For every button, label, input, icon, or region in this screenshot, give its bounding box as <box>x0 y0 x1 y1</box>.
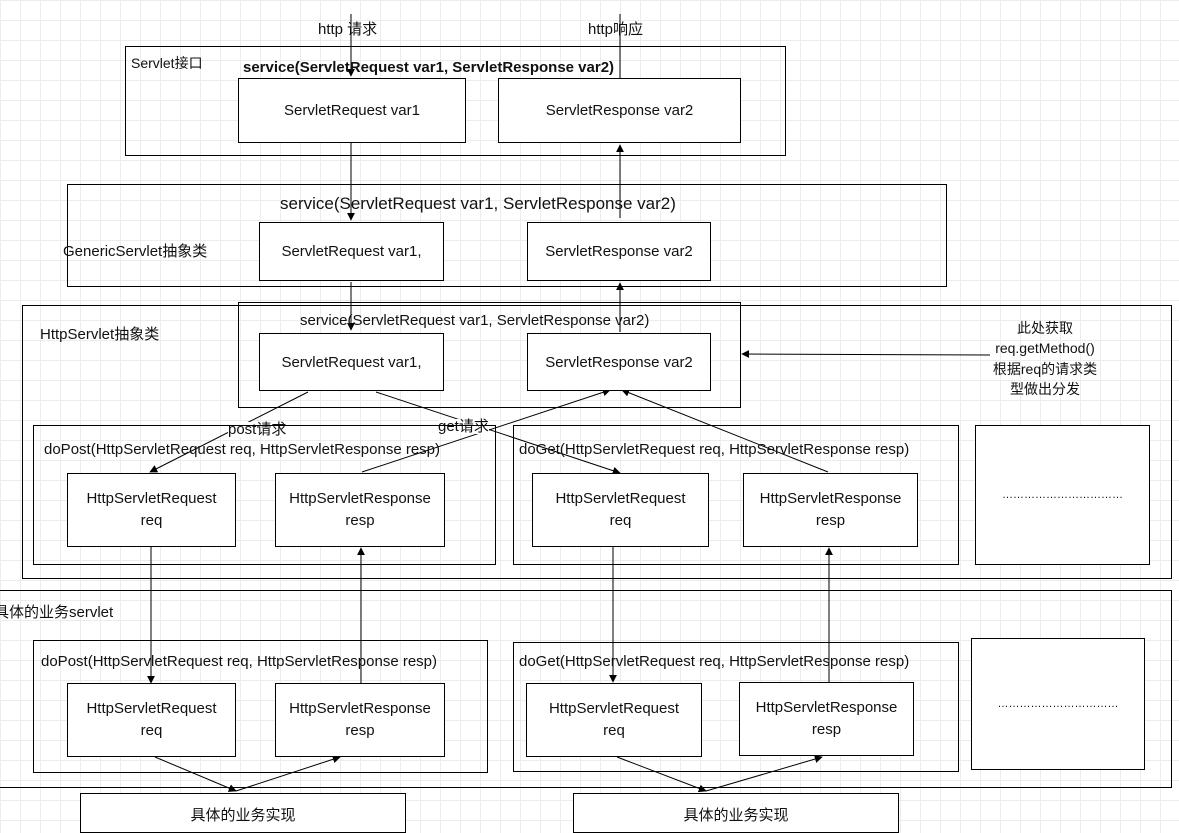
business-impl-left-label: 具体的业务实现 <box>190 807 296 824</box>
biz-dopost-req-label: HttpServletRequest req <box>86 700 217 739</box>
business-impl-right-label: 具体的业务实现 <box>683 807 789 824</box>
http-request-label: http 请求 <box>318 21 378 38</box>
biz-dopost-resp-box: HttpServletResponse resp <box>275 683 445 757</box>
http-doget-resp-box: HttpServletResponse resp <box>743 473 918 547</box>
biz-doget-method: doGet(HttpServletRequest req, HttpServle… <box>519 653 910 670</box>
biz-doget-req-box: HttpServletRequest req <box>526 683 702 757</box>
http-dopost-resp-box: HttpServletResponse resp <box>275 473 445 547</box>
servlet-interface-method: service(ServletRequest var1, ServletResp… <box>243 59 615 76</box>
biz-dopost-container <box>33 640 488 773</box>
http-servlet-method: service(ServletRequest var1, ServletResp… <box>300 312 650 329</box>
http-dopost-container <box>33 425 496 565</box>
generic-servlet-title: GenericServlet抽象类 <box>63 243 208 260</box>
business-servlet-title: 具体的业务servlet <box>0 604 114 621</box>
http-doget-container <box>513 425 959 565</box>
servlet-interface-title: Servlet接口 <box>131 55 203 71</box>
servlet-interface-resp-label: ServletResponse var2 <box>545 102 694 119</box>
generic-servlet-container <box>67 184 947 287</box>
biz-doget-req-label: HttpServletRequest req <box>548 700 680 739</box>
http-servlet-container <box>22 305 1172 579</box>
http-doget-method: doGet(HttpServletRequest req, HttpServle… <box>519 441 910 458</box>
http-dopost-resp-label: HttpServletResponse resp <box>289 490 431 529</box>
http-servlet-resp-label: ServletResponse var2 <box>545 353 693 371</box>
biz-dopost-resp-label: HttpServletResponse resp <box>289 700 431 739</box>
servlet-interface-container <box>125 46 786 156</box>
biz-dopost-req-box: HttpServletRequest req <box>67 683 236 757</box>
biz-dopost-method: doPost(HttpServletRequest req, HttpServl… <box>41 653 438 670</box>
generic-servlet-resp-label: ServletResponse var2 <box>545 243 693 260</box>
http-servlet-title: HttpServlet抽象类 <box>40 326 160 343</box>
generic-servlet-req-box: ServletRequest var1, <box>259 222 444 281</box>
biz-more-label: …………………………… <box>997 698 1119 710</box>
http-doget-resp-label: HttpServletResponse resp <box>759 490 902 529</box>
http-dopost-req-label: HttpServletRequest req <box>86 490 217 529</box>
biz-doget-resp-box: HttpServletResponse resp <box>739 682 914 756</box>
http-servlet-req-box: ServletRequest var1, <box>259 333 444 391</box>
biz-doget-resp-label: HttpServletResponse resp <box>755 699 898 738</box>
servlet-interface-req-box: ServletRequest var1 <box>238 78 466 143</box>
http-servlet-req-label: ServletRequest var1, <box>281 353 422 371</box>
generic-servlet-req-label: ServletRequest var1, <box>281 243 422 260</box>
http-doget-req-box: HttpServletRequest req <box>532 473 709 547</box>
business-servlet-container <box>0 590 1172 788</box>
business-impl-left: 具体的业务实现 <box>80 793 406 833</box>
http-servlet-service-box <box>238 302 741 408</box>
http-dopost-req-box: HttpServletRequest req <box>67 473 236 547</box>
biz-doget-container <box>513 642 959 772</box>
servlet-interface-req-label: ServletRequest var1 <box>284 102 420 119</box>
http-servlet-resp-box: ServletResponse var2 <box>527 333 711 391</box>
generic-servlet-method: service(ServletRequest var1, ServletResp… <box>280 194 676 213</box>
http-response-label: http响应 <box>588 21 644 38</box>
biz-more-box: …………………………… <box>971 638 1145 770</box>
dispatch-note: 此处获取 req.getMethod() 根据req的请求类 型做出分发 <box>992 320 1098 397</box>
http-dopost-method: doPost(HttpServletRequest req, HttpServl… <box>44 441 441 458</box>
http-more-label: …………………………… <box>1002 489 1123 501</box>
servlet-interface-resp-box: ServletResponse var2 <box>498 78 741 143</box>
http-more-box: …………………………… <box>975 425 1150 565</box>
business-impl-right: 具体的业务实现 <box>573 793 899 833</box>
http-doget-req-label: HttpServletRequest req <box>555 490 686 529</box>
generic-servlet-resp-box: ServletResponse var2 <box>527 222 711 281</box>
get-request-label: get请求 <box>438 418 489 435</box>
